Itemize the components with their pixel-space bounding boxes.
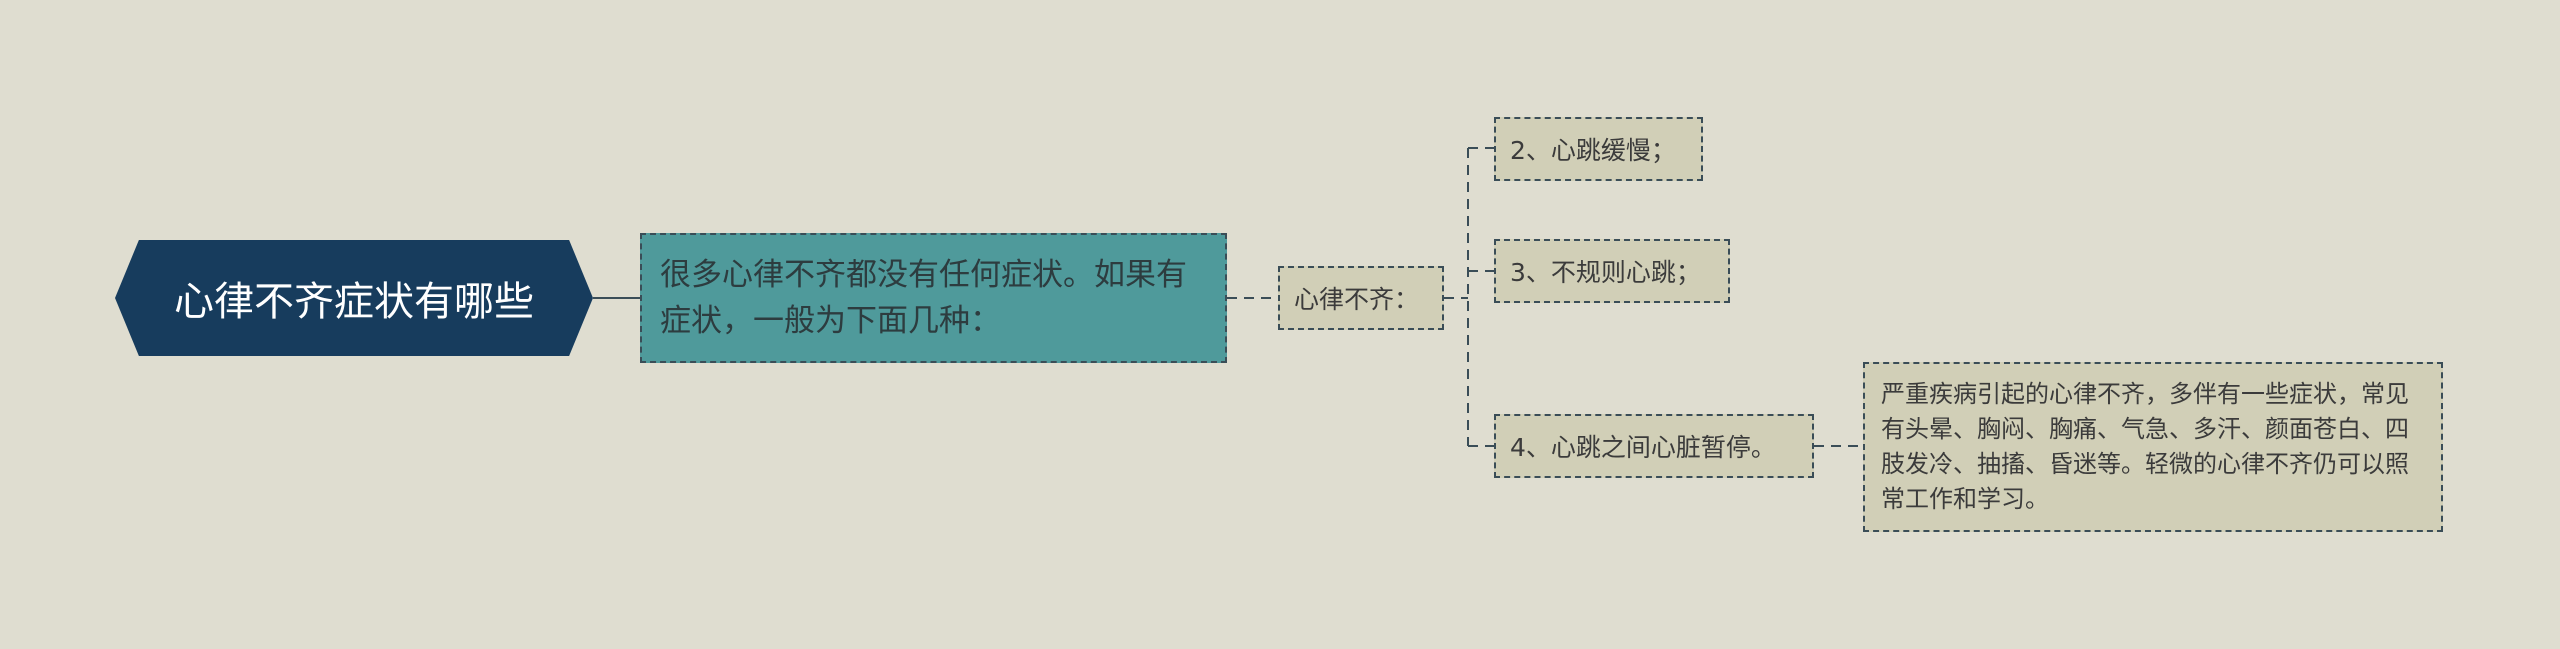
- item-topic-4[interactable]: 4、心跳之间心脏暂停。: [1494, 414, 1814, 478]
- level1-topic-label: 很多心律不齐都没有任何症状。如果有症状，一般为下面几种：: [660, 257, 1187, 339]
- item-topic-label: 4、心跳之间心脏暂停。: [1510, 433, 1776, 462]
- item-topic-label: 3、不规则心跳；: [1510, 258, 1701, 287]
- root-topic-label: 心律不齐症状有哪些: [174, 279, 534, 325]
- category-topic-label: 心律不齐：: [1294, 285, 1420, 314]
- link-category-to-items: [1444, 147, 1494, 447]
- detail-topic[interactable]: 严重疾病引起的心律不齐，多伴有一些症状，常见有头晕、胸闷、胸痛、气急、多汗、颜面…: [1863, 362, 2443, 532]
- detail-topic-label: 严重疾病引起的心律不齐，多伴有一些症状，常见有头晕、胸闷、胸痛、气急、多汗、颜面…: [1881, 380, 2409, 513]
- item-topic-3[interactable]: 3、不规则心跳；: [1494, 239, 1730, 303]
- category-topic[interactable]: 心律不齐：: [1278, 266, 1444, 330]
- item-topic-label: 2、心跳缓慢；: [1510, 136, 1676, 165]
- item-topic-2[interactable]: 2、心跳缓慢；: [1494, 117, 1703, 181]
- level1-topic[interactable]: 很多心律不齐都没有任何症状。如果有症状，一般为下面几种：: [640, 233, 1227, 363]
- root-topic[interactable]: 心律不齐症状有哪些: [115, 240, 593, 356]
